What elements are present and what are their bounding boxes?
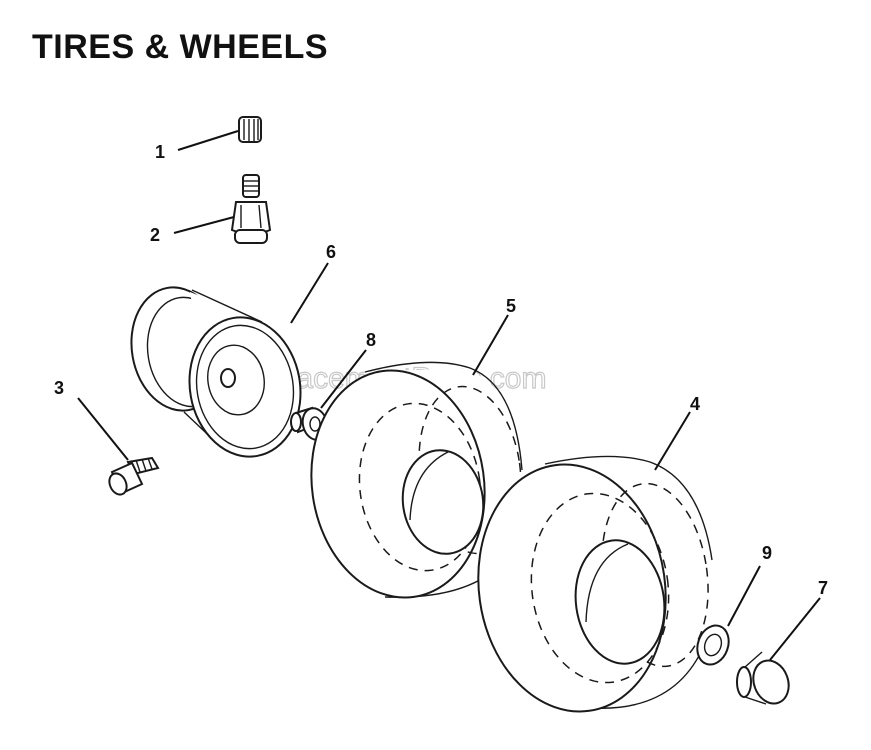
washer-part xyxy=(696,624,730,666)
leader-8 xyxy=(320,349,367,409)
rim-part xyxy=(130,286,302,458)
leader-6 xyxy=(290,262,329,324)
leader-7 xyxy=(769,597,821,661)
hub-cap-part xyxy=(736,651,790,706)
leader-1 xyxy=(177,130,239,151)
rear-tire-part xyxy=(477,455,713,713)
valve-stem-part xyxy=(230,174,272,244)
callout-1: 1 xyxy=(155,142,165,162)
leader-4 xyxy=(654,411,691,471)
valve-cap-part xyxy=(238,116,262,143)
leader-2 xyxy=(173,216,235,234)
front-tire-part xyxy=(310,361,523,599)
bolt-part xyxy=(108,456,160,496)
page-title: TIRES & WHEELS xyxy=(32,28,329,66)
callout-2: 2 xyxy=(150,225,160,245)
callout-3: 3 xyxy=(54,378,64,398)
leader-9 xyxy=(727,565,761,627)
callout-4: 4 xyxy=(690,394,700,414)
callout-8: 8 xyxy=(366,330,376,350)
callout-6: 6 xyxy=(326,242,336,262)
callout-5: 5 xyxy=(506,296,516,316)
callout-7: 7 xyxy=(818,578,828,598)
callout-9: 9 xyxy=(762,543,772,563)
leader-3 xyxy=(77,397,129,461)
leader-5 xyxy=(472,314,509,376)
